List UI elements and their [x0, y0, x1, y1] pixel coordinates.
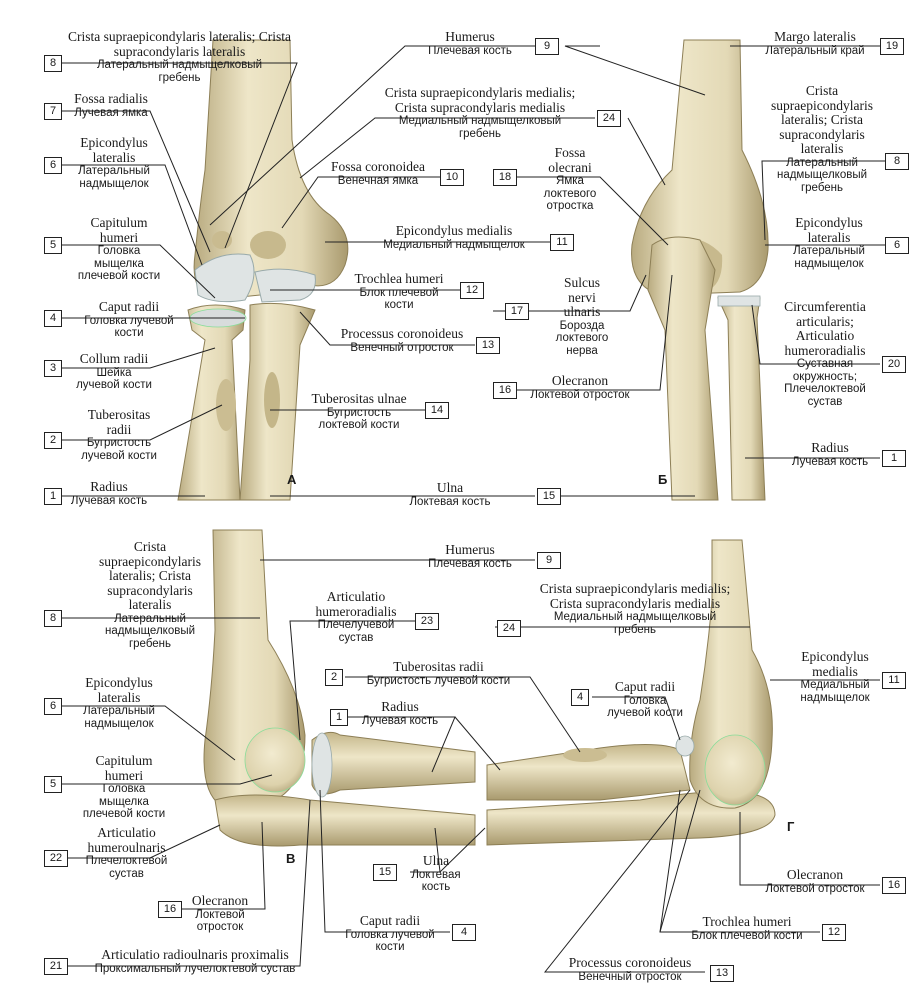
num-c4r: 4 [571, 689, 589, 706]
num-a10: 10 [440, 169, 464, 186]
panel-letter-v: В [286, 851, 296, 866]
num-a15: 15 [537, 488, 561, 505]
num-b8: 8 [885, 153, 909, 170]
num-a9: 9 [535, 38, 559, 55]
num-a8: 8 [44, 55, 62, 72]
num-c4b: 4 [452, 924, 476, 941]
panel-c-bones [203, 529, 776, 847]
num-c11: 11 [882, 672, 906, 689]
num-a2: 2 [44, 432, 62, 449]
num-a7: 7 [44, 103, 62, 120]
num-a4: 4 [44, 310, 62, 327]
label-c8: Crista supraepicondylaris lateralis; Cri… [99, 539, 201, 650]
label-b20: Circumferentia articularis; Articulatio … [784, 299, 866, 408]
num-c21: 21 [44, 958, 68, 975]
num-a24: 24 [597, 110, 621, 127]
num-c16: 16 [158, 901, 182, 918]
num-c24: 24 [497, 620, 521, 637]
num-a13: 13 [476, 337, 500, 354]
num-c15: 15 [373, 864, 397, 881]
num-a11: 11 [550, 234, 574, 251]
panel-letter-b: Б [658, 472, 668, 487]
num-a14: 14 [425, 402, 449, 419]
num-b16: 16 [493, 382, 517, 399]
num-b19: 19 [880, 38, 904, 55]
num-b18: 18 [493, 169, 517, 186]
num-c16r: 16 [882, 877, 906, 894]
num-a3: 3 [44, 360, 62, 377]
num-c5: 5 [44, 776, 62, 793]
num-b20: 20 [882, 356, 906, 373]
panel-letter-a: А [287, 472, 297, 487]
num-c6: 6 [44, 698, 62, 715]
num-c12: 12 [822, 924, 846, 941]
panel-letter-g: Г [787, 819, 795, 834]
num-c13: 13 [710, 965, 734, 982]
num-c1: 1 [330, 709, 348, 726]
label-a24: Crista supraepicondylaris medialis; Cris… [384, 85, 576, 140]
num-a6: 6 [44, 157, 62, 174]
num-a5: 5 [44, 237, 62, 254]
label-b8: Crista supraepicondylaris lateralis; Cri… [771, 83, 873, 194]
num-c23: 23 [415, 613, 439, 630]
panel-b-bones [631, 39, 769, 501]
num-c9: 9 [537, 552, 561, 569]
num-a12: 12 [460, 282, 484, 299]
num-a1: 1 [44, 488, 62, 505]
label-c24: Crista supraepicondylaris medialis; Cris… [539, 581, 731, 636]
leader-lines [60, 45, 885, 973]
num-c8: 8 [44, 610, 62, 627]
num-b6: 6 [885, 237, 909, 254]
num-b17: 17 [505, 303, 529, 320]
num-c22: 22 [44, 850, 68, 867]
num-b1: 1 [882, 450, 906, 467]
num-c2: 2 [325, 669, 343, 686]
label-a8: Crista supraepicondylaris lateralis; Cri… [67, 29, 292, 84]
